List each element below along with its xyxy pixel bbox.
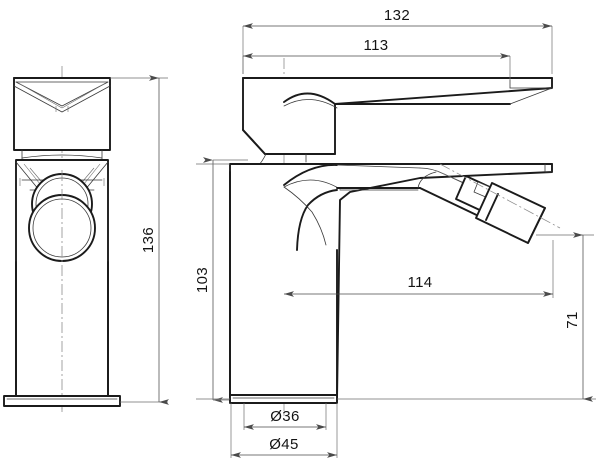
side-view	[196, 58, 596, 420]
aerator-partition	[485, 193, 499, 221]
dimension-label-d36: Ø36	[270, 408, 300, 425]
dimension-label-d45: Ø45	[269, 436, 299, 453]
dimension-dia-body: Ø36	[243, 403, 327, 430]
front-view	[3, 66, 168, 412]
side-nose-inner-arc	[417, 171, 437, 189]
side-nose-lower-edge	[419, 187, 488, 221]
dimension-label-136: 136	[140, 227, 157, 253]
aerator-outlet-face	[527, 207, 546, 244]
dimension-height-body: 103	[194, 157, 248, 403]
dimension-dia-base: Ø45	[230, 403, 338, 458]
dimension-label-103: 103	[194, 267, 211, 293]
side-spout-throat	[296, 189, 338, 251]
side-spout-throat-inner	[283, 186, 327, 246]
side-base-plate	[229, 394, 338, 404]
side-spout-upper-curve	[283, 164, 338, 186]
dimension-label-71: 71	[564, 311, 581, 329]
dimension-height-overall: 136	[140, 75, 169, 405]
front-lever-v-detail-right	[61, 83, 105, 109]
side-spout-top-run	[336, 164, 421, 169]
front-base-plate	[3, 395, 121, 407]
dimension-label-113: 113	[363, 37, 388, 54]
side-aerator-assembly	[455, 175, 546, 244]
front-lever-v-inner	[15, 81, 109, 107]
dimension-length-lever: 113	[242, 37, 511, 80]
front-lever-v-outer	[13, 85, 111, 113]
aerator-axis-centerline	[439, 163, 561, 229]
dimension-length-spout: 114	[284, 240, 554, 298]
front-neck-arc	[21, 154, 103, 159]
side-lever-taper	[509, 87, 553, 105]
side-lever-hump	[283, 92, 336, 105]
dimension-label-114: 114	[407, 274, 432, 291]
front-lever-v-detail-left	[19, 83, 63, 109]
side-lever-bevel	[242, 129, 266, 155]
side-lever-hump-inner	[283, 99, 338, 109]
side-spout-upper-curve-inner	[283, 179, 341, 190]
dimension-height-aerator: 71	[536, 232, 594, 402]
dimension-label-132: 132	[384, 7, 410, 24]
